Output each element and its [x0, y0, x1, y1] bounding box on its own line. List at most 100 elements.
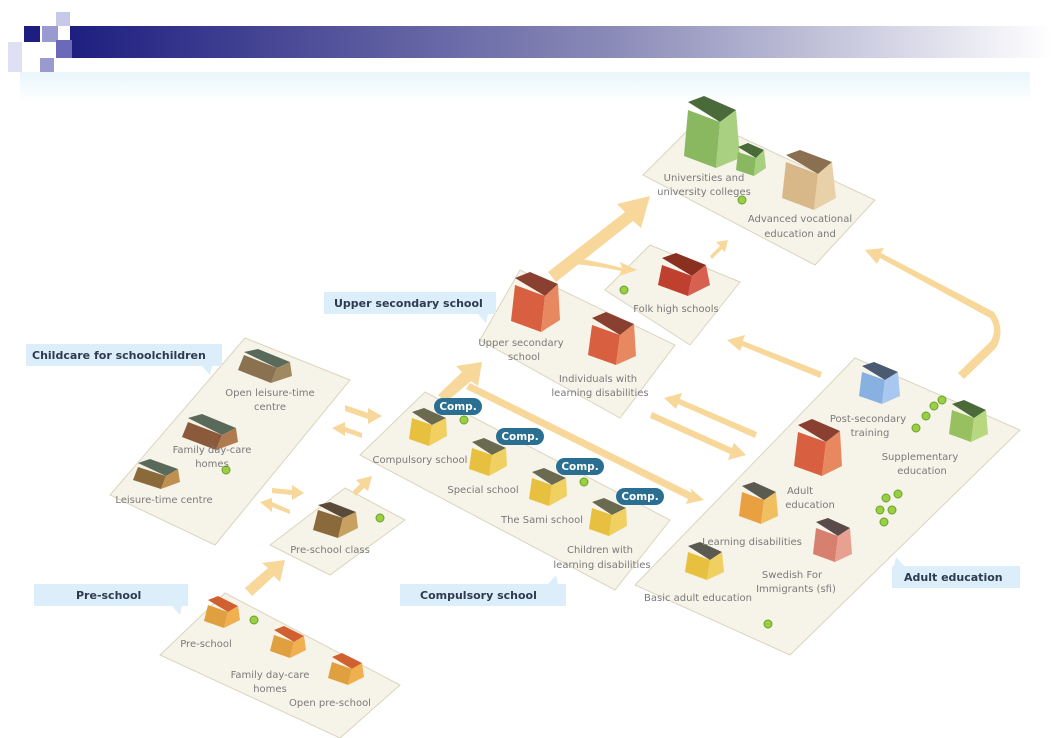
building-family-daycare-icon	[182, 414, 238, 450]
tree-icon	[737, 195, 747, 205]
label-leisure-time: Leisure-time centre	[115, 495, 212, 506]
building-special-school-icon	[469, 438, 507, 476]
arrow-preschool-to-class	[245, 560, 285, 596]
label-basic-adult: Basic adult education	[644, 593, 752, 604]
label-family-daycare-pre: Family day-care	[231, 670, 310, 681]
label-special-school: Special school	[447, 485, 518, 496]
comp-badge-compulsory: Comp.	[434, 398, 482, 415]
arrow-adult-to-folk	[727, 335, 822, 378]
tree-icon	[879, 517, 889, 527]
label-post-secondary: Post-secondary	[830, 414, 906, 425]
arrow-childcare-to-compulsory-1	[345, 405, 382, 424]
category-upper-secondary: Upper secondary school	[324, 292, 496, 323]
svg-text:Adult education: Adult education	[904, 571, 1003, 584]
label-open-preschool: Open pre-school	[289, 698, 371, 709]
label-upper-secondary-2: school	[508, 352, 540, 363]
label-compulsory-school: Compulsory school	[373, 455, 468, 466]
building-preschool-class-icon	[313, 502, 358, 538]
label-supplementary: Supplementary	[882, 452, 959, 463]
arrow-upper-to-adult	[650, 412, 746, 460]
platform-preschool	[159, 592, 401, 738]
tree-icon	[875, 505, 885, 515]
tree-icon	[579, 477, 589, 487]
comp-badge-special: Comp.	[496, 428, 544, 445]
label-sfi-2: Immigrants (sfi)	[756, 584, 836, 595]
building-sfi-icon	[813, 518, 852, 562]
tree-icon	[619, 285, 629, 295]
building-children-ld-icon	[589, 498, 627, 536]
label-family-daycare-2: homes	[195, 459, 229, 470]
tree-icon	[893, 489, 903, 499]
label-advanced-vocational: Advanced vocational	[748, 214, 852, 225]
building-open-preschool-icon	[328, 653, 364, 685]
label-sfi: Swedish For	[762, 570, 823, 581]
tree-icon	[937, 395, 947, 405]
tree-icon	[881, 493, 891, 503]
svg-text:Comp.: Comp.	[501, 431, 538, 443]
arrow-folk-to-universities	[710, 240, 728, 259]
item-labels: Open leisure-time centre Family day-care…	[115, 173, 958, 709]
category-childcare: Childcare for schoolchildren	[26, 344, 222, 375]
arrow-upper-to-universities	[548, 196, 650, 282]
buildings	[133, 96, 988, 685]
label-supplementary-2: education	[897, 466, 947, 477]
arrow-compulsory-to-adult	[466, 383, 704, 504]
arrow-adult-to-upper	[664, 393, 757, 438]
building-adult-ed-icon	[794, 419, 842, 476]
arrow-childcare-to-compulsory-2	[332, 422, 362, 438]
label-upper-secondary: Upper secondary	[478, 338, 563, 349]
building-sami-school-icon	[529, 468, 567, 506]
building-individuals-ld-icon	[588, 312, 636, 365]
svg-text:Upper secondary school: Upper secondary school	[334, 297, 483, 310]
label-individuals-ld-2: learning disabilities	[551, 388, 648, 399]
building-advanced-vocational-icon	[782, 150, 836, 210]
building-open-leisure-icon	[238, 349, 292, 383]
tree-icon	[221, 465, 231, 475]
label-folk-high: Folk high schools	[633, 304, 719, 315]
tree-icon	[921, 411, 931, 421]
building-supplementary-icon	[949, 400, 988, 442]
label-post-secondary-2: training	[851, 428, 890, 439]
building-university-icon	[684, 96, 766, 176]
comp-badge-sami: Comp.	[556, 458, 604, 475]
comp-badges: Comp. Comp. Comp. Comp.	[434, 398, 664, 505]
category-compulsory: Compulsory school	[400, 575, 566, 606]
svg-text:Comp.: Comp.	[561, 461, 598, 473]
trees	[221, 195, 947, 629]
building-preschool-icon	[204, 596, 240, 628]
tree-icon	[911, 423, 921, 433]
svg-text:Comp.: Comp.	[621, 491, 658, 503]
tree-icon	[375, 513, 385, 523]
arrow-compulsory-to-upper	[438, 362, 482, 402]
arrow-preclass-to-childcare-1	[272, 485, 304, 500]
label-adult-ed-2: education	[785, 500, 835, 511]
label-adult-ld: Learning disabilities	[702, 537, 802, 548]
building-folk-high-icon	[658, 253, 710, 296]
building-basic-adult-icon	[685, 542, 724, 580]
tree-icon	[929, 401, 939, 411]
label-open-leisure: Open leisure-time	[225, 388, 314, 399]
label-sami-school: The Sami school	[500, 515, 583, 526]
svg-text:Comp.: Comp.	[439, 401, 476, 413]
arrow-preclass-to-childcare-2	[260, 498, 290, 514]
label-family-daycare-pre-2: homes	[253, 684, 287, 695]
category-adult: Adult education	[892, 557, 1020, 588]
tree-icon	[763, 619, 773, 629]
tree-icon	[459, 415, 469, 425]
building-leisure-time-icon	[133, 459, 180, 489]
label-preschool: Pre-school	[180, 639, 232, 650]
comp-badge-children-ld: Comp.	[616, 488, 664, 505]
svg-text:Compulsory school: Compulsory school	[420, 589, 537, 602]
platform-adult	[634, 357, 1021, 656]
label-family-daycare: Family day-care	[173, 445, 252, 456]
category-labels: Childcare for schoolchildren Upper secon…	[26, 292, 1020, 615]
building-family-daycare-pre-icon	[270, 626, 306, 658]
svg-text:Childcare for schoolchildren: Childcare for schoolchildren	[32, 349, 206, 362]
building-adult-ld-icon	[739, 482, 778, 524]
arrow-class-to-compulsory	[352, 476, 372, 496]
building-compulsory-icon	[409, 408, 447, 446]
header-banner	[8, 8, 1052, 102]
flow-arrows	[245, 196, 1001, 596]
label-children-ld-2: learning disabilities	[553, 560, 650, 571]
